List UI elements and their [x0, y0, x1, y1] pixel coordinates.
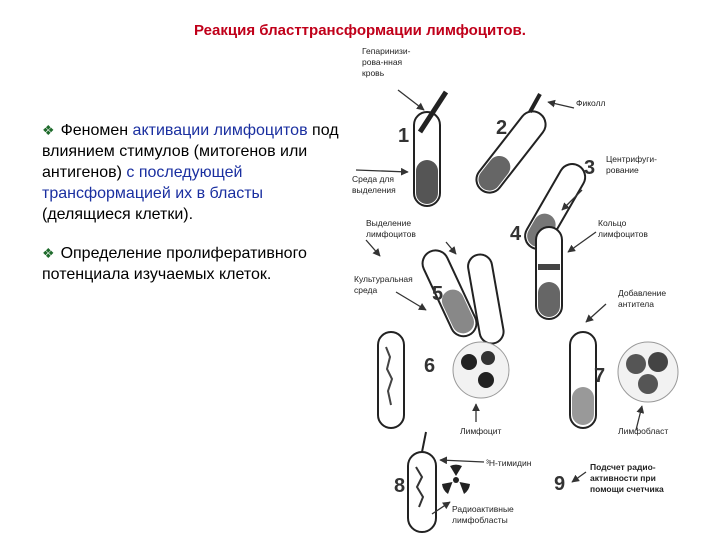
label-centrifuge: Центрифуги- рование — [606, 154, 659, 175]
step-number-5: 5 — [432, 283, 443, 305]
tube-step-8: 8 — [394, 431, 437, 533]
bullet-text: Феномен — [60, 122, 133, 139]
step-number-7: 7 — [594, 365, 605, 387]
step-number-9: 9 — [554, 473, 565, 495]
step-number-1: 1 — [398, 125, 409, 147]
step-number-3: 3 — [584, 157, 595, 179]
bullet-list: ❖ Феномен активации лимфоцитов под влияни… — [42, 120, 342, 303]
bullet-text: Определение пролиферативного потенциала … — [42, 245, 307, 283]
label-radioactivity-count: Подсчет радио- активности при помощи сче… — [590, 462, 664, 494]
label-culture-medium: Культуральная среда — [354, 274, 415, 295]
bullet-item: ❖ Феномен активации лимфоцитов под влияни… — [42, 120, 342, 225]
bullet-text: (делящиеся клетки). — [42, 206, 194, 223]
lymphoblast-cells — [617, 341, 679, 403]
diamond-bullet-icon: ❖ — [42, 122, 55, 138]
radiation-icon — [442, 464, 470, 494]
slide-title: Реакция бласттрансформации лимфоцитов. — [194, 22, 526, 39]
label-lymphocyte-isolation: Выделение лимфоцитов — [366, 218, 416, 239]
step-number-6: 6 — [424, 355, 435, 377]
step-number-4: 4 — [510, 223, 522, 245]
bullet-text: под влиянием стимулов (митогенов или ант… — [42, 122, 339, 181]
label-lymphocyte: Лимфоцит — [460, 426, 502, 436]
tube-step-6: 6 — [377, 331, 435, 429]
label-lymphocyte-ring: Кольцо лимфоцитов — [598, 218, 648, 239]
tube-step-2 — [475, 110, 547, 194]
label-lymphoblast: Лимфобласт — [618, 426, 668, 436]
procedure-diagram: 1 2 3 4 5 6 — [352, 46, 679, 533]
label-thymidine: ³H-тимидин — [486, 458, 532, 468]
label-ficoll: Фиколл — [576, 98, 606, 108]
tube-step-4: 4 — [510, 223, 563, 320]
highlighted-text: с последующей трансформацией их в бласты — [42, 164, 264, 202]
step-number-8: 8 — [394, 475, 405, 497]
label-heparin-blood: Гепаринизи- рова-нная кровь — [362, 46, 413, 78]
tube-step-5: 5 — [421, 249, 505, 345]
label-medium: Среда для выделения — [352, 174, 396, 195]
highlighted-text: активации лимфоцитов — [132, 122, 308, 139]
lymphocyte-cells — [452, 341, 510, 399]
label-add-antibody: Добавление антитела — [618, 288, 669, 309]
step-number-2: 2 — [496, 117, 507, 139]
bullet-item: ❖Определение пролиферативного потенциала… — [42, 243, 342, 285]
tube-step-1: 1 — [398, 90, 449, 207]
diamond-bullet-icon: ❖ — [42, 245, 55, 261]
flow-arrows — [355, 89, 645, 515]
tube-step-7: 7 — [569, 331, 605, 429]
label-radioactive-lymphoblasts: Радиоактивные лимфобласты — [452, 504, 516, 525]
